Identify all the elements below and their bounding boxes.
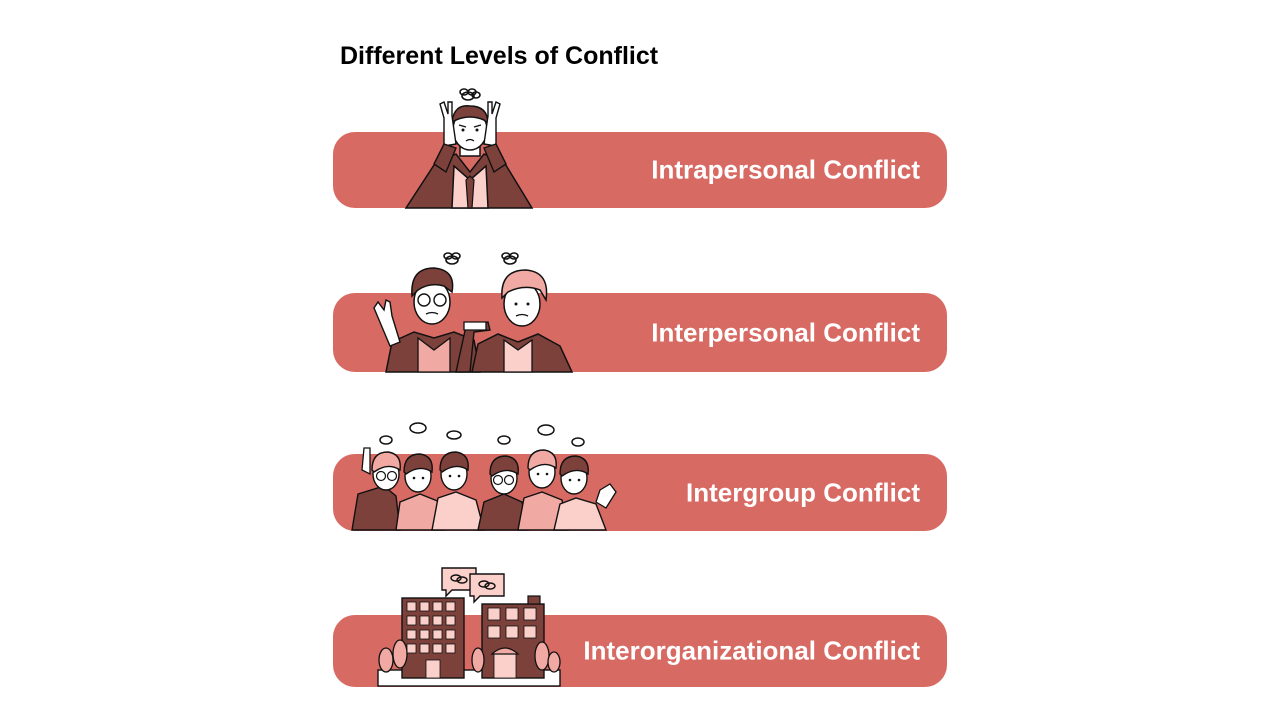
level-label: Intrapersonal Conflict <box>651 154 920 185</box>
buildings-icon <box>377 567 561 687</box>
level-label: Interpersonal Conflict <box>651 317 920 347</box>
two-people-arguing-icon <box>373 252 574 373</box>
page-title: Different Levels of Conflict <box>340 42 659 70</box>
stressed-person-icon <box>404 88 534 209</box>
level-label: Interorganizational Conflict <box>583 635 920 666</box>
group-of-people-icon <box>351 422 617 531</box>
level-label: Intergroup Conflict <box>686 477 920 507</box>
